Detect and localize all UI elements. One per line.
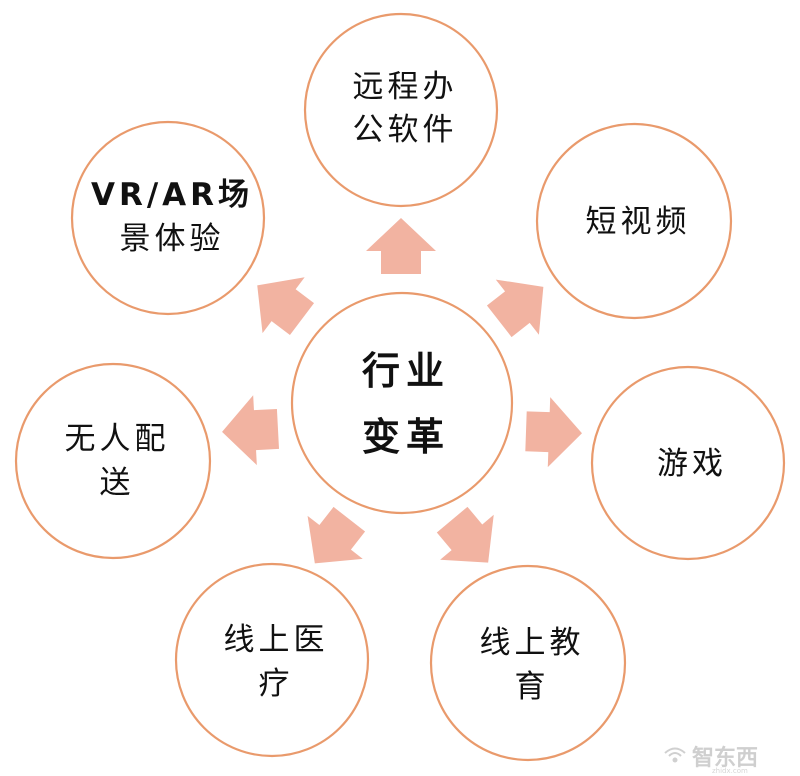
node-online-education-line1: 线上教 [480, 625, 585, 661]
arrow-to-vr-ar [257, 277, 315, 336]
arrow-to-short-video [486, 279, 544, 338]
node-online-medical: 线上医 疗 [174, 562, 370, 758]
node-short-video: 短视频 [535, 122, 733, 320]
node-games: 游戏 [590, 365, 786, 561]
watermark-text: 智东西 [692, 745, 758, 771]
node-remote-office-line2: 公软件 [353, 112, 458, 148]
node-games-line1: 游戏 [657, 446, 727, 482]
arrow-to-online-education [436, 506, 494, 563]
node-unmanned-delivery-line1: 无人配 [65, 421, 170, 457]
center-label-line2: 变革 [362, 415, 450, 459]
node-online-medical-line2: 疗 [259, 666, 294, 702]
node-unmanned-delivery: 无人配 送 [14, 362, 212, 560]
watermark: 智东西 zhidx.com [664, 745, 758, 775]
node-online-medical-line1: 线上医 [224, 622, 329, 658]
arrow-to-online-medical [307, 506, 366, 564]
wifi-icon [664, 747, 686, 763]
center-label-line1: 行业 [362, 349, 450, 393]
node-remote-office-line1: 远程办 [353, 69, 458, 105]
node-vr-ar-line1: VR/AR场 [91, 177, 253, 213]
node-online-education: 线上教 育 [429, 564, 627, 762]
arrow-to-remote-office [366, 218, 436, 274]
node-remote-office: 远程办 公软件 [303, 12, 499, 208]
center-node: 行业 变革 [290, 291, 514, 515]
node-short-video-line1: 短视频 [586, 204, 691, 240]
arrows [222, 218, 582, 564]
node-vr-ar: VR/AR场 景体验 [70, 120, 266, 316]
center-circle [290, 291, 514, 515]
node-unmanned-delivery-line2: 送 [100, 465, 135, 501]
node-vr-ar-line2: 景体验 [120, 221, 225, 257]
node-online-education-line2: 育 [515, 669, 550, 705]
arrow-to-unmanned-delivery [222, 395, 280, 466]
arrow-to-games [525, 397, 582, 468]
watermark-sub: zhidx.com [712, 767, 748, 775]
